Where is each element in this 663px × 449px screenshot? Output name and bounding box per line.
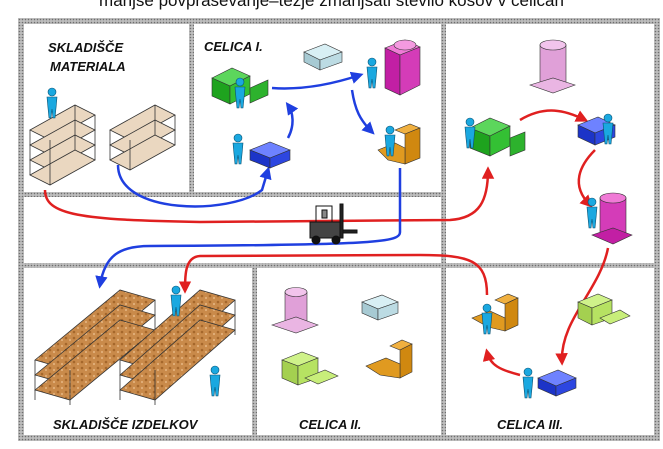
label-warehouse-products: SKLADIŠČE IZDELKOV — [53, 417, 199, 432]
label-warehouse-materials-2: MATERIALA — [50, 59, 126, 74]
worker-icon — [384, 125, 396, 157]
machine-lightgreen-cell2 — [281, 351, 339, 386]
worker-icon — [234, 77, 246, 109]
worker-icon — [464, 117, 476, 149]
worker-icon — [46, 87, 58, 119]
caption: manjše povpraševanje–težje zmanjšati šte… — [99, 0, 564, 10]
material-shelf-right — [109, 104, 176, 171]
worker-icon — [209, 365, 221, 397]
material-shelf-left — [29, 104, 96, 186]
layout-borders — [18, 18, 660, 441]
flow-arrows-blue — [95, 71, 402, 289]
machine-orange-cell2 — [365, 339, 413, 379]
forklift-icon — [309, 203, 358, 245]
machine-lightblue-cell2 — [361, 294, 399, 321]
worker-icon — [586, 197, 598, 229]
machine-orange-cell1 — [377, 123, 421, 165]
machine-pink-cylinder-cell2 — [271, 287, 319, 334]
machine-magenta-cell1 — [384, 39, 421, 96]
machine-magenta-cylinder-cell3 — [591, 192, 633, 245]
machine-green-cell3 — [469, 117, 526, 157]
machine-orange-cell3 — [471, 293, 519, 332]
label-cell-1: CELICA I. — [204, 39, 263, 54]
worker-icon — [170, 285, 182, 317]
machine-blue-cell1 — [249, 141, 291, 169]
machine-lightgreen-cell3 — [577, 293, 631, 326]
machine-pink-cylinder-cell3 — [529, 39, 576, 94]
worker-icon — [232, 133, 244, 165]
label-cell-3: CELICA III. — [497, 417, 563, 432]
label-warehouse-materials-1: SKLADIŠČE — [48, 40, 123, 55]
label-cell-2: CELICA II. — [299, 417, 361, 432]
worker-icon — [602, 113, 614, 145]
product-shelf-left — [34, 289, 156, 405]
worker-icon — [481, 303, 493, 335]
worker-icon — [522, 367, 534, 399]
workers — [46, 57, 614, 399]
machine-lightblue-cell1 — [303, 43, 343, 71]
machine-blue-cell3-bottom — [537, 369, 577, 397]
worker-icon — [366, 57, 378, 89]
